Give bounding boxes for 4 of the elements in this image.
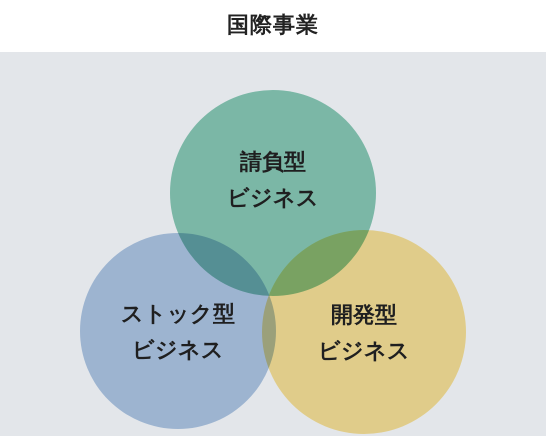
circle-label: 請負型ビジネス — [227, 149, 319, 213]
circle-label: ストック型ビジネス — [121, 301, 235, 365]
diagram-title: 国際事業 — [227, 12, 319, 40]
circle-label: 開発型ビジネス — [318, 302, 410, 366]
